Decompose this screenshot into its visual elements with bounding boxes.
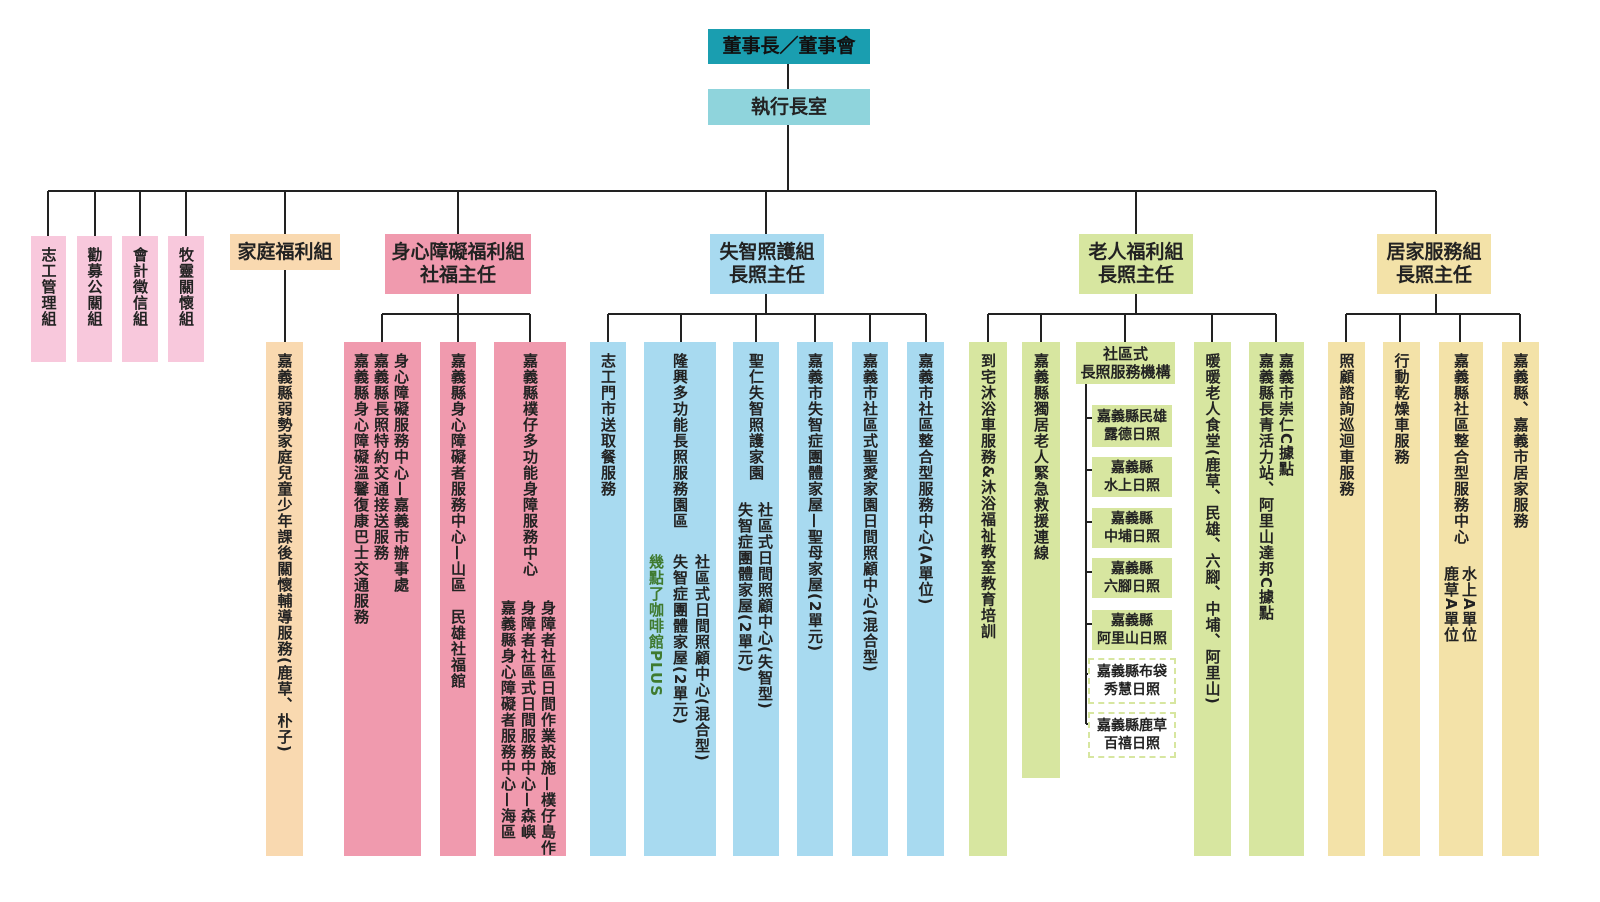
ceo-office-box: 執行長室 [708, 89, 870, 125]
home-unit-2: 行動乾燥車服務 [1383, 342, 1420, 856]
dementia-header: 失智照護組 長照主任 [710, 234, 824, 294]
elderly-unit-1: 到宅沐浴車服務&沐浴福祉教室教育培訓 [969, 342, 1007, 856]
chairman-box: 董事長／董事會 [708, 29, 870, 64]
home-unit-3-sub-1: 水上A單位 [1460, 566, 1478, 643]
elderly-dc-6: 嘉義縣布袋 秀慧日照 [1088, 658, 1176, 704]
home-service-header: 居家服務組 長照主任 [1377, 234, 1491, 294]
dementia-unit-3-sub-2: 失智症團體家屋(2單元) [736, 502, 754, 674]
disability-unit-1-line-2: 嘉義縣長照特約交通接送服務 [372, 353, 390, 561]
home-unit-1: 照顧諮詢巡迴車服務 [1328, 342, 1365, 856]
family-unit: 嘉義縣弱勢家庭兒童少年課後關懷輔導服務(鹿草、朴子) [266, 342, 303, 856]
elderly-dc-1: 嘉義縣民雄 露德日照 [1092, 405, 1172, 447]
elderly-unit-4: 暖暖老人食堂(鹿草、民雄、六腳、中埔、阿里山) [1194, 342, 1231, 856]
disability-unit-3: 嘉義縣樸仔多功能身障服務中心 身障者社區日間作業設施—樸仔島作 身障者社區式日間… [494, 342, 566, 856]
disability-unit-3-head: 嘉義縣樸仔多功能身障服務中心 [521, 353, 539, 577]
dementia-unit-2-sub-1: 社區式日間照顧中心(混合型) [693, 554, 711, 762]
elderly-dc-7: 嘉義縣鹿草 百禧日照 [1088, 712, 1176, 758]
dementia-unit-3-head: 聖仁失智照護家園 [747, 353, 765, 481]
elderly-dc-4: 嘉義縣 六腳日照 [1092, 558, 1172, 598]
dementia-unit-1: 志工門市送取餐服務 [590, 342, 626, 856]
dementia-unit-3-sub-1: 社區式日間照顧中心(失智型) [756, 502, 774, 710]
dementia-unit-4: 嘉義市失智症團體家屋—聖母家屋(2單元) [797, 342, 833, 856]
elderly-dc-5: 嘉義縣 阿里山日照 [1092, 610, 1172, 650]
dementia-unit-2-sub-2: 失智症團體家屋(2單元) [671, 554, 689, 726]
dementia-unit-2-sub-3: 幾點了咖啡館PLUS [647, 554, 665, 698]
family-welfare-header: 家庭福利組 [230, 234, 340, 270]
disability-unit-3-sub-1: 身障者社區日間作業設施—樸仔島作 [539, 600, 557, 856]
elderly-unit-3-head: 社區式 長照服務機構 [1076, 342, 1175, 384]
dementia-unit-2: 隆興多功能長照服務園區 社區式日間照顧中心(混合型) 失智症團體家屋(2單元) … [644, 342, 716, 856]
home-unit-3-head: 嘉義縣社區整合型服務中心 [1452, 353, 1470, 545]
dementia-unit-5: 嘉義市社區式聖愛家園日間照顧中心(混合型) [852, 342, 888, 856]
admin-volunteer: 志工管理組 [31, 236, 66, 362]
elderly-header: 老人福利組 長照主任 [1079, 234, 1193, 294]
disability-unit-1-line-1: 身心障礙服務中心—嘉義市辦事處 [392, 353, 410, 593]
disability-unit-2: 嘉義縣身心障礙者服務中心—山區 民雄社福館 [440, 342, 476, 856]
elderly-unit-5: 嘉義市崇仁C據點 嘉義縣長青活力站、阿里山達邦C據點 [1249, 342, 1304, 856]
elderly-unit-5-line-1: 嘉義市崇仁C據點 [1277, 353, 1295, 478]
elderly-dc-2: 嘉義縣 水上日照 [1092, 457, 1172, 497]
dementia-unit-6: 嘉義市社區整合型服務中心(A單位) [907, 342, 944, 856]
home-unit-3: 嘉義縣社區整合型服務中心 水上A單位 鹿草A單位 [1439, 342, 1483, 856]
admin-accounting: 會計徵信組 [122, 236, 158, 362]
disability-header: 身心障礙福利組 社福主任 [385, 234, 531, 294]
elderly-unit-2: 嘉義縣獨居老人緊急救援連線 [1022, 342, 1060, 778]
elderly-dc-3: 嘉義縣 中埔日照 [1092, 508, 1172, 548]
disability-unit-3-sub-2: 身障者社區式日間服務中心—森嶼 [519, 600, 537, 840]
disability-unit-1: 身心障礙服務中心—嘉義市辦事處 嘉義縣長照特約交通接送服務 嘉義縣身心障礙溫馨復… [344, 342, 421, 856]
elderly-unit-5-line-2: 嘉義縣長青活力站、阿里山達邦C據點 [1257, 353, 1275, 622]
admin-pastoral: 牧靈關懷組 [168, 236, 204, 362]
home-unit-3-sub-2: 鹿草A單位 [1442, 566, 1460, 643]
disability-unit-1-line-3: 嘉義縣身心障礙溫馨復康巴士交通服務 [352, 353, 370, 625]
dementia-unit-2-head: 隆興多功能長照服務園區 [671, 353, 689, 529]
home-unit-4: 嘉義縣、嘉義市居家服務 [1502, 342, 1539, 856]
dementia-unit-3: 聖仁失智照護家園 社區式日間照顧中心(失智型) 失智症團體家屋(2單元) [733, 342, 779, 856]
disability-unit-3-sub-3: 嘉義縣身心障礙者服務中心—海區 [499, 600, 517, 840]
admin-fundraising: 勸募公關組 [77, 236, 112, 362]
